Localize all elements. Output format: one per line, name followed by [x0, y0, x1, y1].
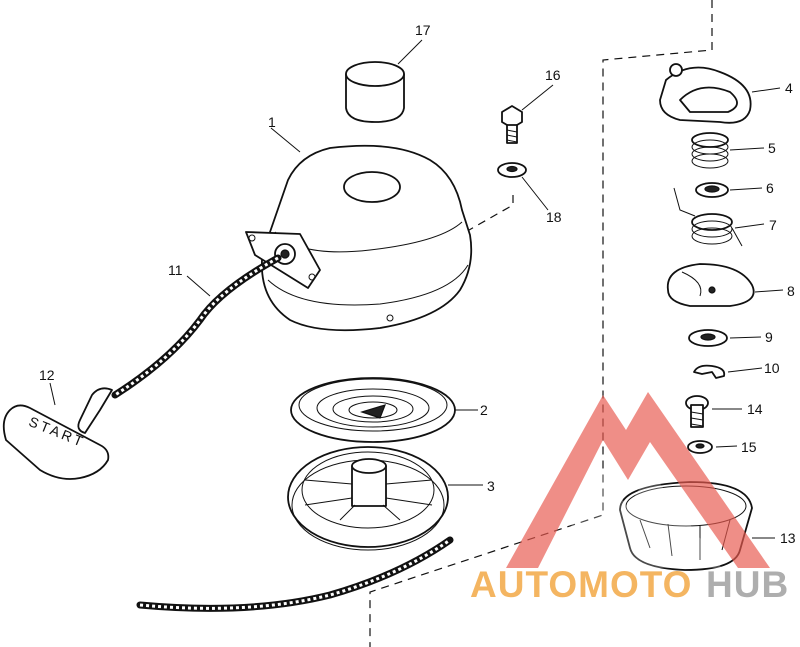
part-3-pulley: [287, 446, 449, 551]
callout-11: 11: [168, 262, 183, 278]
part-12-handle: START: [2, 387, 113, 480]
part-14-screw: [685, 395, 709, 428]
callout-17: 17: [415, 22, 431, 38]
watermark-logo: AUTOMOTO HUB: [470, 392, 789, 605]
part-11-rope: [111, 254, 454, 612]
callout-9: 9: [765, 329, 773, 345]
callout-13: 13: [780, 530, 796, 546]
callout-numbers: 1 2 3 4 5 6 7 8 9 10 11 12 13 14 15 16 1…: [39, 22, 796, 546]
callout-10: 10: [764, 360, 780, 376]
part-1-housing: [245, 144, 473, 332]
leader-lines: [49, 39, 784, 539]
part-4-cam: [659, 63, 752, 124]
callout-7: 7: [769, 217, 777, 233]
callout-12: 12: [39, 367, 55, 383]
watermark-triangle: [506, 392, 770, 568]
part-2-spring-disc: [290, 377, 456, 443]
callout-3: 3: [487, 478, 495, 494]
part-17-cap: [345, 61, 405, 123]
callout-6: 6: [766, 180, 774, 196]
callout-8: 8: [787, 283, 795, 299]
callout-16: 16: [545, 67, 561, 83]
part-9-washer: [688, 329, 728, 347]
part-8-plate: [666, 263, 755, 307]
callout-14: 14: [747, 401, 763, 417]
callout-4: 4: [785, 80, 793, 96]
part-15-washer: [687, 440, 713, 454]
callout-18: 18: [546, 209, 562, 225]
callout-5: 5: [768, 140, 776, 156]
callout-15: 15: [741, 439, 757, 455]
part-10-e-clip: [693, 364, 726, 379]
watermark-text-automoto: AUTOMOTO: [470, 564, 692, 605]
part-7-torsion-spring: [673, 187, 743, 247]
part-5-spring: [691, 132, 729, 169]
callout-1: 1: [268, 114, 276, 130]
watermark-text-hub: HUB: [706, 564, 789, 605]
part-6-bushing: [695, 182, 729, 198]
callout-2: 2: [480, 402, 488, 418]
part-18-washer: [497, 162, 527, 178]
part-16-bolt: [501, 105, 523, 144]
